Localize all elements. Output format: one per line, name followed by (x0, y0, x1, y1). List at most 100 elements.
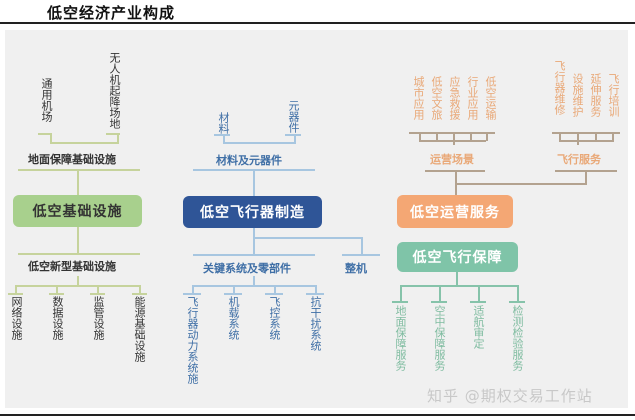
top-rule (0, 22, 635, 24)
connector (552, 132, 620, 134)
leaf-airborne-system: 机载系统 (227, 296, 240, 340)
leaf-general-airport: 通用机场 (40, 78, 53, 122)
connector (132, 293, 147, 295)
connector (253, 276, 255, 286)
connector (56, 285, 58, 294)
leaf-transport: 低空运输 (484, 76, 497, 120)
connector (183, 293, 201, 295)
connector (253, 228, 255, 255)
connector (77, 170, 79, 195)
leaf-testing: 检测检验服务 (511, 305, 524, 371)
connector (90, 293, 105, 295)
flight-services-label: 飞行服务 (557, 153, 601, 166)
infrastructure-box: 低空基础设施 (13, 195, 142, 227)
connector (15, 285, 141, 287)
connector (15, 285, 17, 294)
connector (139, 285, 141, 294)
connector (431, 301, 447, 303)
connector (253, 237, 363, 239)
connector (106, 133, 120, 135)
connector (294, 135, 296, 143)
connector (400, 285, 518, 287)
leaf-drone-landing-site: 无人机起降场地 (108, 52, 121, 129)
leaf-power-system: 飞行器动力系统施 (186, 296, 199, 384)
leaf-extended-service: 延伸服务 (589, 73, 602, 117)
leaf-emergency: 应急救援 (448, 76, 461, 120)
connector (49, 293, 64, 295)
connector (265, 293, 283, 295)
connector (50, 135, 52, 143)
connector (223, 135, 225, 143)
connector (77, 276, 79, 286)
materials-label: 材料及元器件 (216, 154, 282, 167)
whole-aircraft-label: 整机 (345, 262, 367, 275)
leaf-materials: 材料 (217, 112, 230, 134)
connector (50, 142, 119, 144)
leaf-energy: 能源基础设施 (133, 296, 146, 362)
connector (419, 140, 486, 142)
connector (456, 272, 458, 286)
key-systems-label: 关键系统及零部件 (203, 262, 291, 275)
leaf-network: 网络设施 (10, 296, 23, 340)
leaf-data: 数据设施 (51, 296, 64, 340)
watermark: 知乎 @期权交易工作站 (427, 387, 593, 405)
connector (285, 134, 301, 136)
connector (192, 285, 316, 287)
leaf-components: 元器件 (287, 100, 300, 133)
connector (400, 285, 402, 301)
leaf-industry: 行业应用 (466, 76, 479, 120)
connector (559, 133, 561, 141)
connector (612, 133, 614, 141)
connector (18, 253, 140, 255)
connector (509, 301, 525, 303)
connector (306, 293, 324, 295)
connector (585, 171, 587, 185)
leaf-flight-control: 飞控系统 (268, 296, 281, 340)
leaf-airworthiness: 适航审定 (472, 305, 485, 349)
connector (97, 285, 99, 294)
page-title: 低空经济产业构成 (47, 4, 176, 22)
connector (253, 170, 255, 196)
connector (193, 254, 315, 256)
connector (315, 285, 317, 294)
leaf-urban: 城市应用 (412, 76, 425, 120)
connector (77, 227, 79, 253)
bottom-rule (0, 414, 635, 416)
connector (419, 133, 421, 141)
leaf-tourism: 低空文旅 (430, 76, 443, 120)
leaf-ground-support: 地面保障服务 (394, 305, 407, 371)
leaf-aircraft-maintenance: 飞行器维修 (553, 60, 566, 115)
connector (478, 285, 480, 301)
connector (577, 133, 579, 145)
scenarios-label: 运营场景 (430, 153, 474, 166)
connector (361, 237, 363, 255)
leaf-anti-jamming: 抗干扰系统 (309, 296, 322, 351)
connector (224, 293, 242, 295)
connector (38, 133, 52, 135)
connector (470, 133, 472, 141)
connector (436, 133, 438, 141)
connector (559, 140, 614, 142)
connector (117, 135, 119, 143)
connector (8, 293, 23, 295)
connector (274, 285, 276, 294)
connector (453, 133, 455, 145)
connector (342, 254, 380, 256)
connector (233, 285, 235, 294)
operations-box: 低空运营服务 (397, 195, 513, 228)
connector (223, 142, 296, 144)
new-infra-label: 低空新型基础设施 (28, 260, 116, 273)
connector (486, 133, 488, 141)
leaf-air-support: 空中保障服务 (433, 305, 446, 371)
connector (455, 183, 587, 185)
leaf-regulation: 监管设施 (92, 296, 105, 340)
connector (18, 169, 140, 171)
support-box: 低空飞行保障 (397, 242, 518, 272)
leaf-flight-training: 飞行培训 (607, 73, 620, 117)
manufacturing-box: 低空飞行器制造 (183, 196, 322, 228)
connector (595, 133, 597, 141)
connector (214, 134, 230, 136)
connector (470, 301, 486, 303)
ground-infra-label: 地面保障基础设施 (28, 153, 116, 166)
connector (409, 132, 495, 134)
